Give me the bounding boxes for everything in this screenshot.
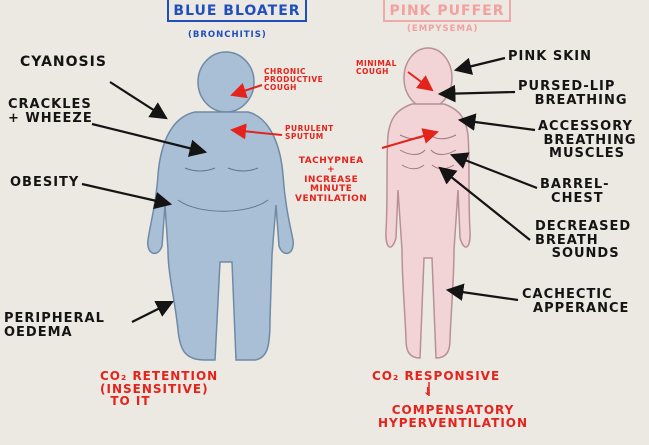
label-barrel-chest: BARREL- CHEST (540, 177, 610, 206)
label-cachectic-appearance: CACHECTIC APPERANCE (522, 287, 630, 316)
label-obesity: OBESITY (10, 175, 80, 190)
label-cyanosis: CYANOSIS (20, 54, 107, 70)
left-subtitle: (BRONCHITIS) (188, 30, 267, 40)
label-chronic-productive-cough: CHRONIC PRODUCTIVE COUGH (264, 67, 324, 92)
right-title: PINK PUFFER (383, 0, 511, 22)
blue-bloater-detail-lines (177, 167, 269, 212)
footer-co2-retention: CO₂ RETENTION (INSENSITIVE) TO IT (100, 369, 219, 409)
footer-co2-responsive: CO₂ RESPONSIVE (372, 369, 501, 383)
left-title: BLUE BLOATER (167, 0, 307, 22)
black-arrows-left (81, 81, 208, 323)
label-decreased-breath-sounds: DECREASED BREATH SOUNDS (535, 219, 632, 262)
right-subtitle: (EMPYSEMA) (407, 24, 479, 34)
label-crackles-wheeze: CRACKLES + WHEEZE (8, 97, 93, 126)
footer-down-arrow: ↓ (423, 385, 434, 398)
label-purulent-sputum: PURULENT SPUTUM (285, 124, 334, 141)
black-arrows-right (437, 56, 538, 302)
label-pursed-lip-breathing: PURSED-LIP BREATHING (518, 79, 628, 108)
label-accessory-muscles: ACCESSORY BREATHING MUSCLES (538, 119, 637, 162)
red-arrows-left (230, 71, 439, 149)
label-minimal-cough: MINIMAL COUGH (356, 59, 397, 76)
label-tachypnea: TACHYPNEA + INCREASE MINUTE VENTILATION (295, 156, 368, 204)
blue-bloater-figure (147, 51, 294, 361)
footer-compensatory-hyperventilation: COMPENSATORY HYPERVENTILATION (378, 403, 529, 430)
label-pink-skin: PINK SKIN (508, 49, 592, 64)
label-peripheral-oedema: PERIPHERAL OEDEMA (4, 311, 105, 340)
